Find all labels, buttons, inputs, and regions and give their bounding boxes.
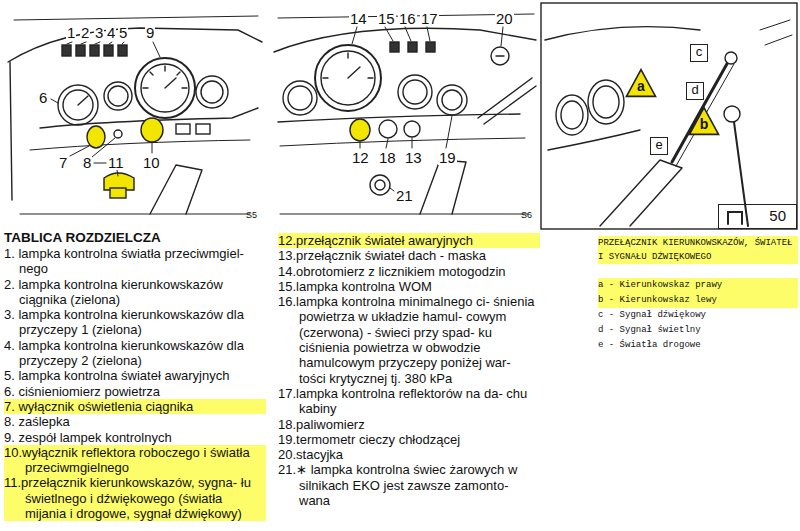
- callout-number: 14: [349, 11, 368, 26]
- node-label: b: [700, 116, 709, 132]
- switch-position-box: c: [690, 44, 708, 62]
- callout-number: 12: [351, 150, 370, 165]
- node-label: e: [655, 137, 662, 152]
- legend-item: 17.lampka kontrolna reflektorów na da- c…: [278, 386, 540, 417]
- node-label: a: [637, 78, 645, 94]
- legend-item: 3. lampka kontrolna kierunkowskazów dla …: [4, 307, 266, 338]
- node-label: d: [691, 82, 698, 97]
- legend-item: 6. ciśnieniomierz powietrza: [4, 384, 266, 399]
- legend-item: 19.termometr cieczy chłodzącej: [278, 432, 540, 447]
- callout-number: 18: [378, 150, 397, 165]
- legend-item: 16.lampka kontrolna minimalnego ci- śnie…: [278, 294, 540, 386]
- legend-item: a - Kierunkowskaz prawy: [598, 278, 798, 293]
- callout-number: 20: [495, 11, 514, 26]
- callout-number: 8: [82, 155, 92, 170]
- section-heading: PRZEŁĄCZNIK KIERUNKOWSKAZÓW, ŚWIATEŁ I S…: [598, 236, 798, 264]
- legend-column: PRZEŁĄCZNIK KIERUNKOWSKAZÓW, ŚWIATEŁ I S…: [598, 236, 798, 353]
- legend-item: 10.wyłącznik reflektora roboczego i świa…: [4, 445, 266, 476]
- node-label: 50: [769, 207, 786, 224]
- legend-item: 14.obrotomierz z licznikiem motogodzin: [278, 264, 540, 279]
- legend-item: 8. zaślepka: [4, 414, 266, 429]
- section-heading: TABLICA ROZDZIELCZA: [4, 229, 266, 246]
- callout-number: 5: [118, 25, 128, 40]
- switch-position-box: d: [686, 82, 704, 100]
- figure-number-plate: 50: [718, 204, 797, 229]
- callout-number: 17: [420, 11, 439, 26]
- legend-item: 15.lampka kontrolna WOM: [278, 279, 540, 294]
- legend-item: 5. lampka kontrolna świateł awaryjnych: [4, 368, 266, 383]
- callout-number: 11: [107, 155, 125, 170]
- legend-item: 20.stacyjka: [278, 447, 540, 462]
- callout-number: 7: [58, 155, 68, 170]
- legend-item: 2. lampka kontrolna kierunkowskazów ciąg…: [4, 277, 266, 308]
- legend-item: c - Sygnał dźwiękowy: [598, 308, 798, 323]
- warning-triangle: a: [625, 68, 657, 98]
- callout-number: 16: [398, 11, 417, 26]
- figure-code: S5: [246, 210, 257, 220]
- legend-column: 12.przełącznik świateł awaryjnych13.prze…: [278, 233, 540, 508]
- legend-item: 4. lampka kontrolna kierunkowskazów dla …: [4, 338, 266, 369]
- legend-item: 9. zespół lampek kontrolnych: [4, 430, 266, 445]
- callout-number: 6: [38, 90, 48, 105]
- figure-code: S6: [521, 210, 532, 220]
- callout-number: 13: [404, 150, 423, 165]
- callout-number: 1: [66, 25, 76, 40]
- legend-item: e - Światła drogowe: [598, 338, 798, 353]
- legend-item: 7. wyłącznik oświetlenia ciągnika: [4, 399, 266, 414]
- legend-item: 13.przełącznik świateł dach - maska: [278, 248, 540, 263]
- callout-number: 4: [106, 25, 116, 40]
- legend-item: b - Kierunkowskaz lewy: [598, 293, 798, 308]
- callout-number: 3: [94, 25, 104, 40]
- callout-number: 21: [395, 188, 414, 203]
- legend-item: 21.∗ lampka kontrolna świec żarowych w s…: [278, 462, 540, 508]
- callout-number: 2: [80, 25, 90, 40]
- legend-item: 12.przełącznik świateł awaryjnych: [278, 233, 540, 248]
- legend-item: d - Sygnał świetlny: [598, 323, 798, 338]
- legend-item: 18.paliwomierz: [278, 417, 540, 432]
- callout-number: 15: [377, 11, 396, 26]
- callout-number: 9: [145, 25, 155, 40]
- legend-item: 1. lampka kontrolna światła przeciwmgiel…: [4, 246, 266, 277]
- callout-number: 19: [438, 150, 457, 165]
- legend-item: 11.przełącznik kierunkowskazów, sygna- ł…: [4, 475, 266, 521]
- callout-number: 10: [142, 155, 161, 170]
- switch-position-box: e: [650, 137, 668, 155]
- legend-column: TABLICA ROZDZIELCZA1. lampka kontrolna ś…: [4, 229, 266, 521]
- warning-triangle: b: [688, 106, 720, 136]
- node-label: c: [696, 44, 703, 59]
